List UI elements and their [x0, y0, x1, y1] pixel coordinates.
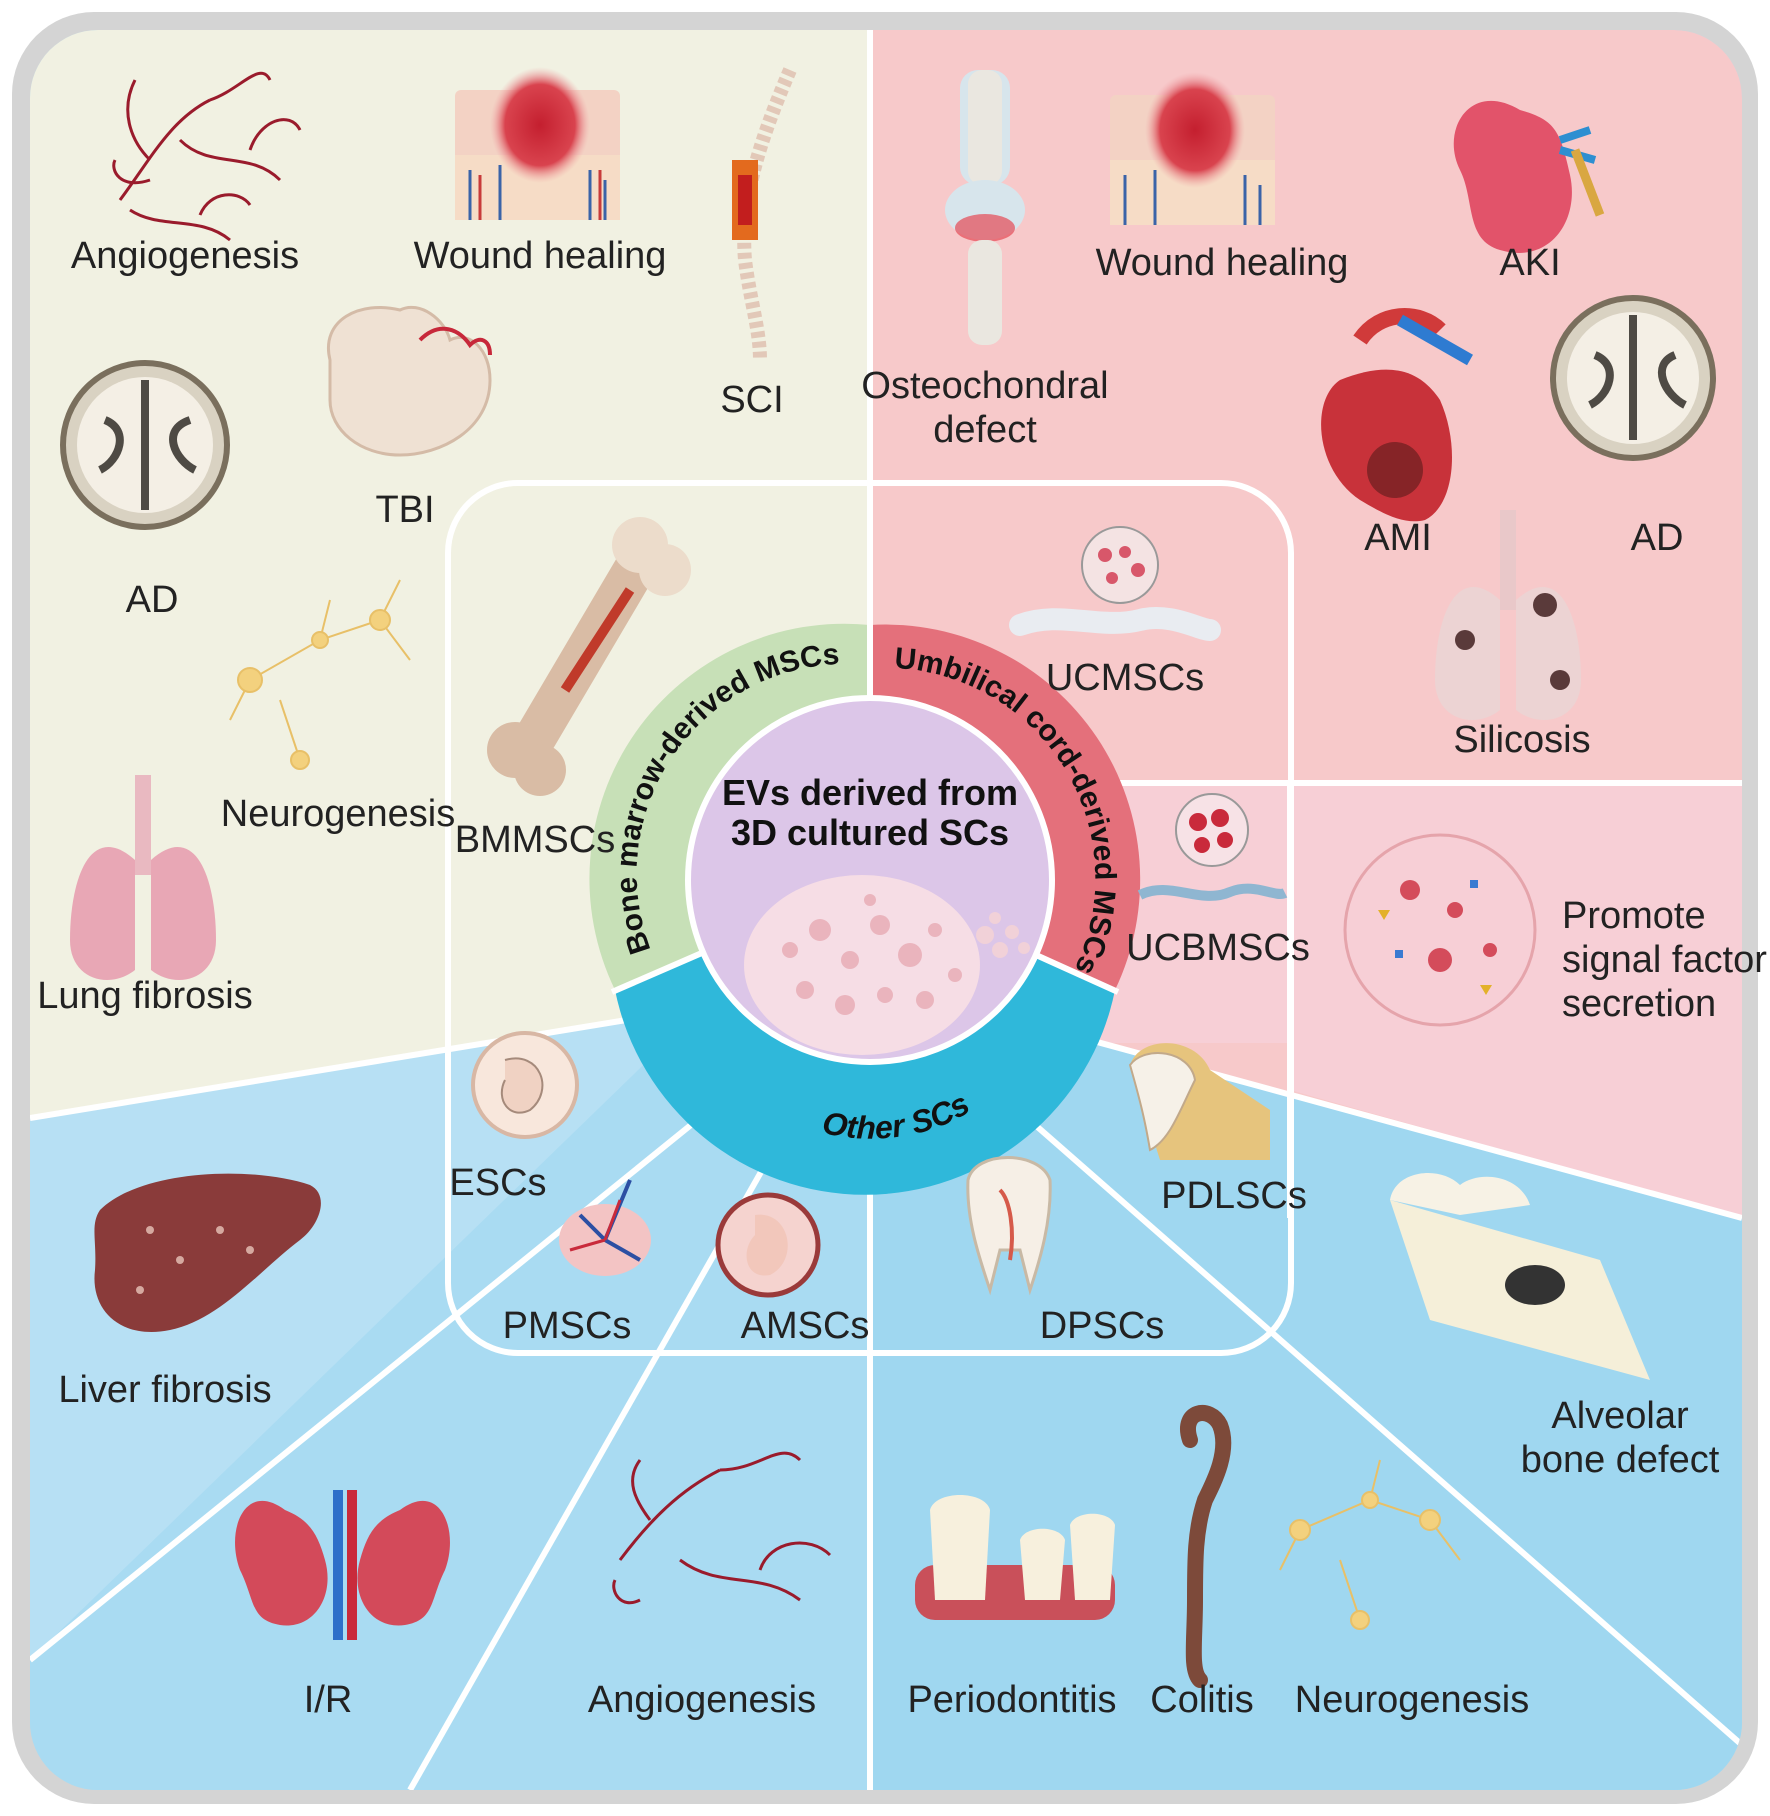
kidney-aki-icon: [1453, 100, 1605, 253]
neurogenesis-neurons-icon-2: [1279, 1459, 1461, 1630]
lungs-fibrosis-icon: [70, 775, 216, 980]
spine-icon: [732, 67, 797, 361]
center-title-line2: 3D cultured SCs: [731, 812, 1009, 853]
periodontal-tooth-icon: [1128, 1043, 1270, 1160]
label-colitis: Colitis: [1150, 1679, 1253, 1721]
label-dpscs: DPSCs: [1040, 1305, 1165, 1347]
brain-ad-icon: [60, 360, 230, 530]
label-ir: I/R: [304, 1679, 353, 1721]
cord-blood-icon: [1137, 793, 1288, 901]
label-liver-fibrosis: Liver fibrosis: [58, 1369, 271, 1411]
inner-sources-box: [445, 480, 1294, 1356]
label-alveolar-line1: Alveolar: [1551, 1395, 1689, 1437]
label-escs: ESCs: [449, 1162, 546, 1204]
amniotic-fetus-icon: [715, 1192, 821, 1298]
label-ami: AMI: [1364, 517, 1432, 559]
quadrant-backgrounds: [30, 30, 1742, 1790]
periodontitis-teeth-icon: [915, 1495, 1115, 1620]
label-lung-fibrosis: Lung fibrosis: [37, 975, 252, 1017]
label-pdlscs: PDLSCs: [1161, 1175, 1307, 1217]
label-angiogenesis-bm: Angiogenesis: [71, 235, 299, 277]
umbilical-labels: Osteochondral defect Wound healing AKI A…: [861, 242, 1767, 1025]
label-aki: AKI: [1499, 242, 1560, 284]
label-silicosis: Silicosis: [1453, 719, 1590, 761]
label-promote-line1: Promote: [1562, 895, 1706, 937]
label-wound-healing-uc: Wound healing: [1096, 242, 1349, 284]
label-wound-healing-bm: Wound healing: [414, 235, 667, 277]
label-pmscs: PMSCs: [503, 1305, 632, 1347]
other-labels: Liver fibrosis I/R Angiogenesis Periodon…: [58, 1369, 1719, 1721]
lungs-silicosis-icon: [1435, 510, 1581, 720]
knee-joint-icon: [945, 70, 1025, 345]
label-ad-uc: AD: [1631, 517, 1684, 559]
label-tbi: TBI: [375, 489, 434, 531]
label-ucbmscs: UCBMSCs: [1126, 927, 1310, 969]
label-ad-bm: AD: [126, 579, 179, 621]
label-neurogenesis-other: Neurogenesis: [1295, 1679, 1529, 1721]
wound-healing-skin-icon: [455, 67, 620, 220]
angiogenesis-icon-2: [612, 1451, 832, 1604]
bone-marrow-labels: Angiogenesis Wound healing SCI AD TBI Ne…: [37, 235, 783, 1017]
label-amscs: AMSCs: [741, 1305, 870, 1347]
alveolar-bone-icon: [1390, 1173, 1650, 1380]
signal-factor-cells-icon: [1343, 833, 1537, 1027]
label-alveolar-line2: bone defect: [1521, 1439, 1720, 1481]
spheroid-icon: [744, 875, 1030, 1055]
label-ucmscs: UCMSCs: [1046, 657, 1204, 699]
center-hub: EVs derived from 3D cultured SCs Bone ma…: [589, 620, 1141, 1195]
bone-icon: [487, 517, 691, 796]
wound-healing-skin-icon-2: [1110, 72, 1275, 225]
embryo-icon: [471, 1031, 579, 1139]
label-sci: SCI: [720, 379, 783, 421]
label-promote-line2: signal factor: [1562, 939, 1767, 981]
tooth-pulp-icon: [966, 1156, 1052, 1296]
source-labels: BMMSCs UCMSCs UCBMSCs ESCs PMSCs AMSCs D…: [449, 657, 1309, 1347]
heart-ami-icon: [1321, 308, 1473, 522]
label-neurogenesis-bm: Neurogenesis: [221, 793, 455, 835]
label-promote-line3: secretion: [1562, 983, 1716, 1025]
label-bmmscs: BMMSCs: [455, 819, 615, 861]
placenta-icon: [559, 1179, 651, 1276]
kidneys-ir-icon: [235, 1490, 450, 1640]
colon-icon: [1180, 1405, 1232, 1688]
label-osteochondral-line2: defect: [933, 409, 1037, 451]
label-periodontitis: Periodontitis: [907, 1679, 1116, 1721]
neurogenesis-neurons-icon: [229, 579, 411, 770]
label-angiogenesis-other: Angiogenesis: [588, 1679, 816, 1721]
umbilical-cord-icon: [1009, 526, 1221, 641]
brain-ad-icon-2: [1550, 295, 1716, 461]
center-title-line1: EVs derived from: [722, 772, 1018, 813]
angiogenesis-icon: [112, 71, 302, 242]
brain-tbi-icon: [327, 305, 492, 457]
liver-fibrosis-icon: [94, 1173, 321, 1332]
label-osteochondral-line1: Osteochondral: [861, 365, 1108, 407]
